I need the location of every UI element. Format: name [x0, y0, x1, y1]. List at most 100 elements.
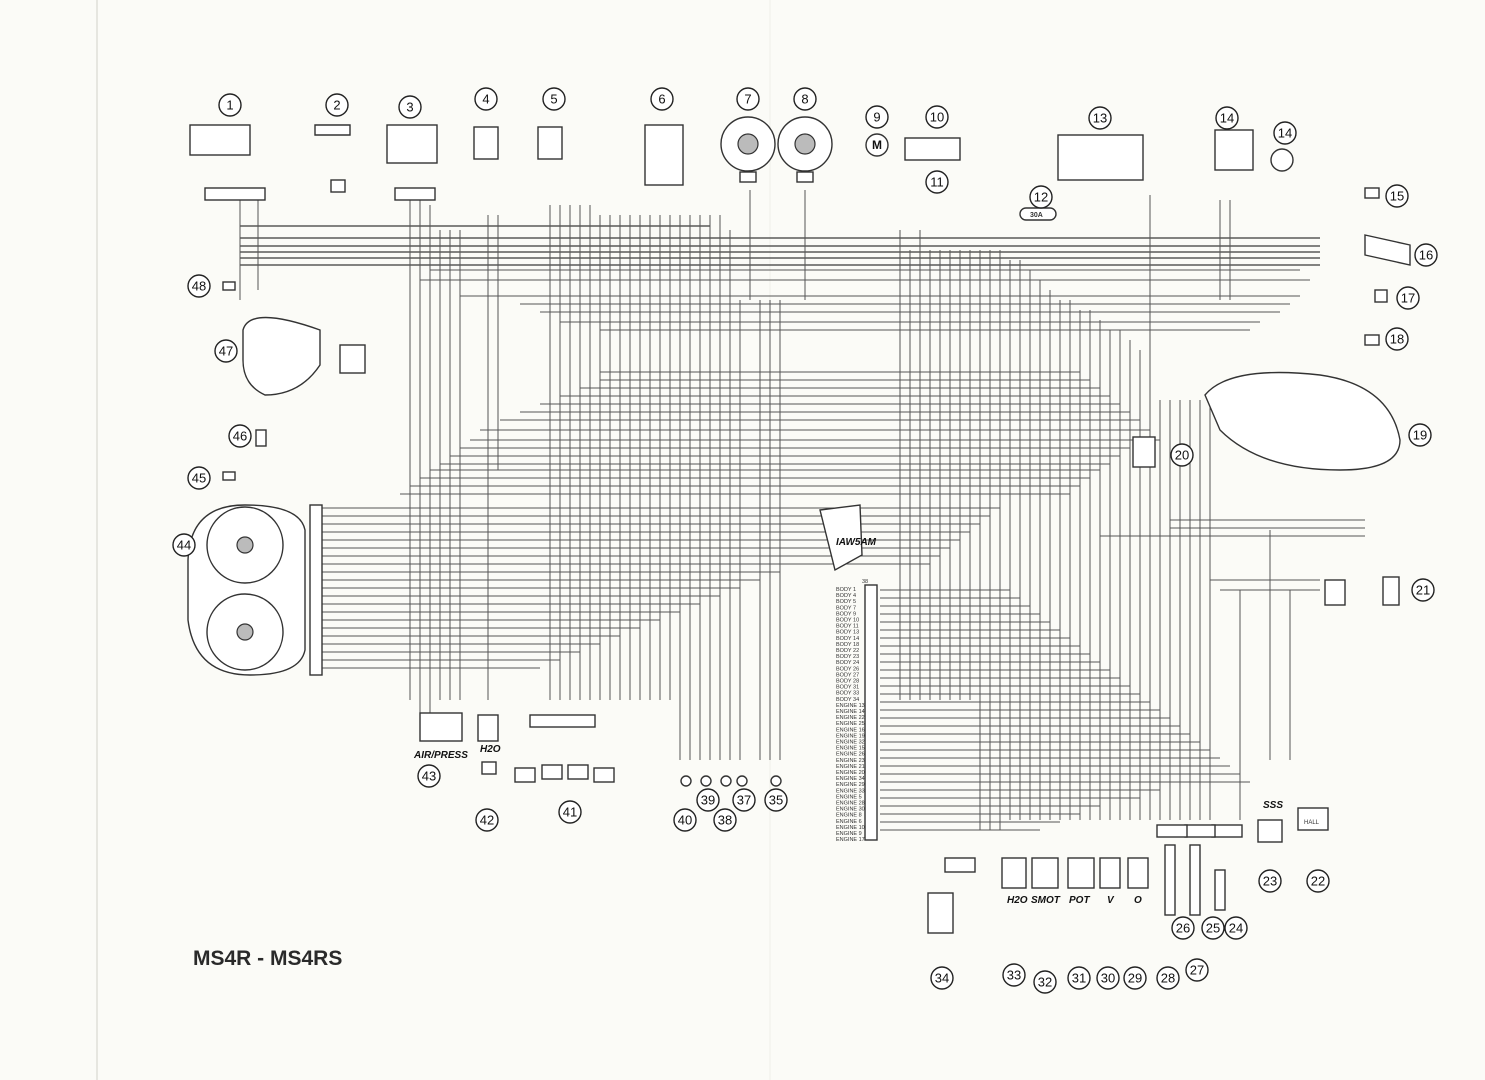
- callout-39: 39: [696, 788, 720, 812]
- ecu-pin-label: ENGINE 17: [836, 837, 865, 843]
- ecu-pin-label: ENGINE 33: [836, 788, 865, 794]
- svg-text:28: 28: [1161, 971, 1175, 986]
- svg-text:13: 13: [1093, 111, 1107, 126]
- callout-37: 37: [732, 788, 756, 812]
- callout-23: 23: [1258, 869, 1282, 893]
- callout-28: 28: [1156, 966, 1180, 990]
- svg-text:46: 46: [233, 429, 247, 444]
- pot-label: POT: [1069, 895, 1090, 906]
- ecu-pin-label: ENGINE 21: [836, 764, 865, 770]
- wire-harness: [239, 190, 1365, 831]
- ecu-pin-label: ENGINE 30: [836, 807, 865, 813]
- ecu-pin-label: BODY 1: [836, 587, 856, 593]
- callout-44: 44: [172, 533, 196, 557]
- svg-text:9: 9: [873, 110, 880, 125]
- svg-text:39: 39: [701, 793, 715, 808]
- ecu-pin-label: BODY 28: [836, 679, 859, 685]
- callout-3: 3: [398, 95, 422, 119]
- svg-text:30: 30: [1101, 971, 1115, 986]
- svg-text:26: 26: [1176, 921, 1190, 936]
- callout-19: 19: [1408, 423, 1432, 447]
- callout-11: 11: [925, 170, 949, 194]
- callout-29: 29: [1123, 966, 1147, 990]
- svg-text:16: 16: [1419, 248, 1433, 263]
- svg-text:3: 3: [406, 100, 413, 115]
- callout-8: 8: [793, 87, 817, 111]
- callout-35: 35: [764, 788, 788, 812]
- starter-motor-icon: [865, 133, 889, 157]
- sss-label: SSS: [1263, 800, 1283, 811]
- callout-24: 24: [1224, 916, 1248, 940]
- svg-text:34: 34: [935, 971, 949, 986]
- ecu-pin-label: BODY 9: [836, 611, 856, 617]
- ecu-pin-label: BODY 27: [836, 672, 859, 678]
- ecu-pin-label: ENGINE 5: [836, 794, 862, 800]
- svg-text:48: 48: [192, 279, 206, 294]
- callout-6: 6: [650, 87, 674, 111]
- svg-text:20: 20: [1175, 448, 1189, 463]
- svg-text:11: 11: [930, 175, 944, 190]
- svg-text:32: 32: [1038, 975, 1052, 990]
- callout-47: 47: [214, 339, 238, 363]
- svg-text:24: 24: [1229, 921, 1243, 936]
- svg-text:42: 42: [480, 813, 494, 828]
- callout-48: 48: [187, 274, 211, 298]
- callout-14: 14: [1215, 106, 1239, 130]
- svg-text:43: 43: [422, 769, 436, 784]
- svg-text:17: 17: [1401, 291, 1415, 306]
- callout-17: 17: [1396, 286, 1420, 310]
- callout-13: 13: [1088, 106, 1112, 130]
- ecu-label: IAW5AM: [836, 537, 877, 548]
- ecu-pin-label: BODY 31: [836, 685, 859, 691]
- callout-33: 33: [1002, 963, 1026, 987]
- svg-text:25: 25: [1206, 921, 1220, 936]
- svg-text:4: 4: [482, 92, 489, 107]
- diagram-title: MS4R - MS4RS: [193, 947, 343, 970]
- callout-32: 32: [1033, 970, 1057, 994]
- ecu-pin-label: ENGINE 14: [836, 709, 865, 715]
- svg-text:38: 38: [718, 813, 732, 828]
- ecu-pin-label: BODY 23: [836, 654, 859, 660]
- ecu-pin-label: ENGINE 22: [836, 715, 865, 721]
- ecu-pin-label: BODY 7: [836, 605, 856, 611]
- o-label: O: [1134, 895, 1142, 906]
- ecu-pin-label: BODY 22: [836, 648, 859, 654]
- svg-text:14: 14: [1220, 111, 1234, 126]
- svg-text:31: 31: [1072, 971, 1086, 986]
- ecu-pin-label: BODY 24: [836, 660, 859, 666]
- svg-text:6: 6: [658, 92, 665, 107]
- callout-9: 9: [865, 105, 889, 129]
- fuse-label: 30A: [1030, 212, 1043, 219]
- svg-text:18: 18: [1390, 332, 1404, 347]
- ecu-pin-label: BODY 5: [836, 599, 856, 605]
- callout-31: 31: [1067, 966, 1091, 990]
- v-label: V: [1107, 895, 1115, 906]
- callout-2: 2: [325, 93, 349, 117]
- callout-1: 1: [218, 93, 242, 117]
- ecu-pin-label: ENGINE 15: [836, 746, 865, 752]
- ecu-pin-label: BODY 13: [836, 630, 859, 636]
- ecu-pin-label: ENGINE 34: [836, 776, 865, 782]
- callout-18: 18: [1385, 327, 1409, 351]
- hall-label: HALL: [1304, 820, 1320, 826]
- ecu-pin-label: BODY 33: [836, 691, 859, 697]
- ecu-pin-label: BODY 18: [836, 642, 859, 648]
- ecu-pin-label: BODY 34: [836, 697, 859, 703]
- ecu-pin-label: ENGINE 32: [836, 740, 865, 746]
- svg-text:12: 12: [1034, 190, 1048, 205]
- svg-text:22: 22: [1311, 874, 1325, 889]
- ecu-pin-label: ENGINE 16: [836, 727, 865, 733]
- ecu-pin-label: ENGINE 13: [836, 703, 865, 709]
- svg-text:21: 21: [1416, 583, 1430, 598]
- ecu-pin-label: ENGINE 20: [836, 770, 865, 776]
- svg-text:47: 47: [219, 344, 233, 359]
- svg-text:14: 14: [1278, 126, 1292, 141]
- ecu-pin-label: ENGINE 29: [836, 782, 865, 788]
- callout-5: 5: [542, 87, 566, 111]
- svg-text:15: 15: [1390, 189, 1404, 204]
- svg-text:10: 10: [930, 110, 944, 125]
- ecu-pin-label: ENGINE 10: [836, 825, 865, 831]
